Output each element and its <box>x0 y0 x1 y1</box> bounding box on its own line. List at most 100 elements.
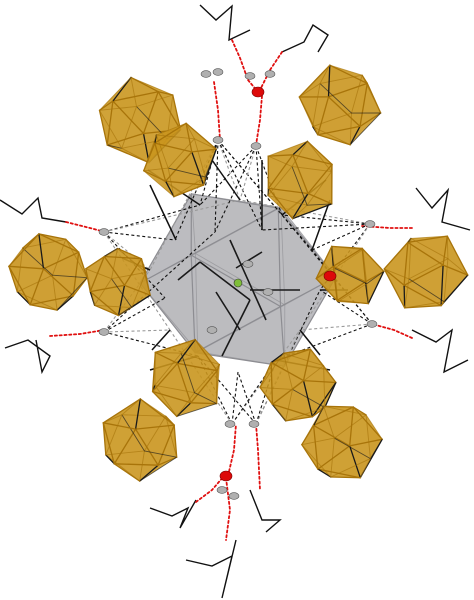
cage-edge <box>42 268 74 297</box>
solvent-fragment <box>149 499 197 529</box>
cage-face <box>177 339 218 371</box>
cage-face <box>124 258 151 296</box>
framework-bond <box>151 329 171 351</box>
cage-face <box>313 425 350 470</box>
cage-edge <box>362 249 385 272</box>
cage-edge <box>121 106 137 149</box>
cage-edge <box>259 352 285 388</box>
oxygen-atom <box>251 86 265 98</box>
dashed-contact <box>217 139 241 201</box>
cage-face <box>165 181 204 197</box>
cage-edge <box>359 458 371 479</box>
cage-edge <box>407 241 444 266</box>
cage-edge <box>8 265 18 293</box>
cage-edge <box>143 450 178 458</box>
cage-face <box>333 266 366 301</box>
cage-edge <box>143 170 175 198</box>
cage-edge <box>38 233 80 253</box>
cage-edge <box>404 301 445 309</box>
core-bond <box>221 299 251 357</box>
cage-face <box>268 154 308 194</box>
hydrogen-bond <box>255 423 261 491</box>
cage-edge <box>154 351 179 364</box>
cage-edge <box>72 251 80 297</box>
cage-edge <box>89 255 105 293</box>
cage-edge <box>197 304 286 353</box>
cage-face <box>107 101 144 145</box>
cage-edge <box>102 422 107 456</box>
cage-face <box>90 285 125 316</box>
cage-edge <box>284 416 314 422</box>
cage-edge <box>176 362 192 404</box>
solvent-fragment <box>415 187 471 231</box>
cage-edge <box>167 167 175 198</box>
cage-edge <box>270 361 305 382</box>
cage-face <box>317 96 360 135</box>
hydrogen-bond <box>49 329 105 337</box>
cage-edge <box>307 192 333 205</box>
cage-face <box>441 265 468 306</box>
cage-edge <box>185 122 217 150</box>
cage-edge <box>130 76 137 107</box>
cage-face <box>135 425 175 466</box>
cage-face <box>191 149 217 185</box>
cage-face <box>308 164 332 204</box>
cage-face <box>107 133 149 163</box>
cage-edge <box>443 274 469 303</box>
cage-face <box>313 407 354 446</box>
cage-edge <box>309 348 325 367</box>
cage-face <box>349 439 383 478</box>
framework-bond <box>299 329 321 356</box>
cage-edge <box>349 406 354 447</box>
hydrogen-atom <box>98 228 110 236</box>
cage-edge <box>292 204 308 220</box>
cage-face <box>443 236 468 276</box>
icosahedral-cage <box>267 140 333 220</box>
cage-edge <box>117 284 126 317</box>
hydrogen-bond <box>255 95 263 146</box>
cage-edge <box>323 405 354 408</box>
hydrogen-atom <box>262 288 274 296</box>
cage-edge <box>195 253 286 306</box>
cage-edge <box>408 278 445 303</box>
cage-edge <box>102 398 141 424</box>
cage-edge <box>334 267 368 285</box>
cage-face <box>30 268 74 305</box>
cage-edge <box>317 468 332 478</box>
cage-edge <box>38 233 67 240</box>
cage-edge <box>112 100 145 135</box>
dashed-contact <box>103 297 166 333</box>
cage-edge <box>291 166 308 206</box>
cage-edge <box>361 74 382 114</box>
cage-edge <box>298 64 331 98</box>
cage-edge <box>155 122 187 136</box>
cage-face <box>103 422 136 464</box>
cage-edge <box>16 291 58 311</box>
cage-edge <box>99 76 132 111</box>
dashed-contact <box>299 223 371 331</box>
icosahedral-cage <box>8 233 88 311</box>
dashed-contact <box>231 359 277 425</box>
cage-edge <box>134 424 175 430</box>
cage-edge <box>194 392 218 405</box>
cage-edge <box>283 352 293 390</box>
cage-edge <box>139 456 178 482</box>
cage-face <box>43 252 79 296</box>
cage-edge <box>173 424 178 458</box>
cage-edge <box>330 458 371 478</box>
cage-edge <box>446 235 469 276</box>
cage-edge <box>403 284 442 307</box>
cage-edge <box>403 264 444 286</box>
dashed-contact <box>199 145 257 206</box>
cage-edge <box>301 444 332 478</box>
cage-edge <box>167 167 206 178</box>
framework-bond <box>149 184 177 241</box>
cage-edge <box>352 406 383 440</box>
solvent-fragment <box>281 23 329 53</box>
cage-edge <box>267 154 294 190</box>
cage-edge <box>29 304 58 311</box>
cage-edge <box>267 140 308 157</box>
cage-edge <box>301 437 335 446</box>
cage-edge <box>204 148 217 178</box>
